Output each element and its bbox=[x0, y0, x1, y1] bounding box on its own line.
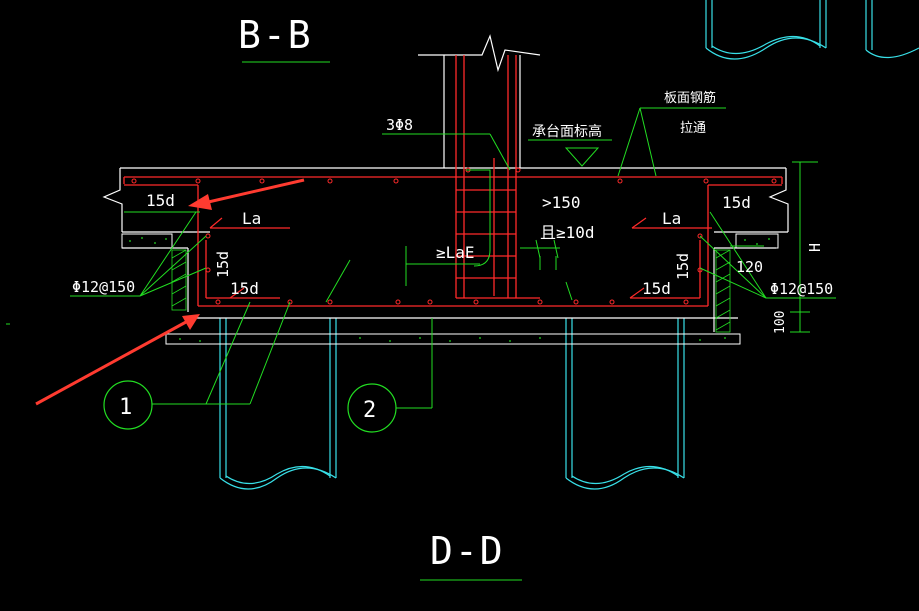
label-la-left: La bbox=[242, 209, 261, 228]
cushion-stipple bbox=[129, 237, 770, 342]
label-15d-bottom-right: 15d bbox=[642, 279, 671, 298]
arrow-top bbox=[188, 178, 305, 210]
label-100: 100 bbox=[773, 311, 788, 334]
section-title-bottom: D-D bbox=[430, 529, 505, 573]
marker-1: 1 bbox=[119, 395, 132, 420]
label-slab-top-rebar: 板面钢筋 bbox=[664, 90, 716, 106]
label-phi12-left: Φ12@150 bbox=[72, 278, 135, 296]
concrete-outline bbox=[102, 34, 789, 332]
label-gt150: >150 bbox=[542, 193, 581, 212]
section-title-top: B-B bbox=[238, 13, 313, 57]
pile-right bbox=[565, 318, 685, 490]
pile-left bbox=[219, 318, 337, 490]
label-15d-vertical-right: 15d bbox=[674, 253, 692, 280]
pile-top-right-1 bbox=[705, 0, 827, 60]
piles bbox=[219, 0, 919, 490]
label-120: 120 bbox=[736, 258, 763, 276]
label-15d-top-right: 15d bbox=[722, 193, 751, 212]
label-15d-vertical-left: 15d bbox=[214, 251, 232, 278]
cushion-layer bbox=[121, 233, 779, 345]
rebar-dots bbox=[131, 167, 777, 305]
label-h: H bbox=[806, 243, 824, 252]
arrow-bottom bbox=[35, 314, 200, 406]
circle-markers bbox=[103, 380, 397, 433]
wall-hatch bbox=[171, 249, 731, 333]
label-continuous: 拉通 bbox=[680, 121, 706, 136]
label-phi12-right: Φ12@150 bbox=[770, 280, 833, 298]
annotation-arrows bbox=[35, 178, 305, 406]
rebar bbox=[123, 55, 783, 307]
label-la-right: La bbox=[662, 209, 681, 228]
label-ge-lae: ≥LaE bbox=[436, 243, 475, 262]
leader-lines bbox=[6, 61, 836, 581]
pile-top-right-2 bbox=[865, 0, 919, 59]
label-15d-bottom-left: 15d bbox=[230, 279, 259, 298]
label-cap-top-elevation: 承台面标高 bbox=[532, 123, 602, 140]
label-and-ge10d: 且≥10d bbox=[540, 223, 595, 242]
la-hooks bbox=[209, 217, 712, 299]
label-15d-top-left: 15d bbox=[146, 191, 175, 210]
marker-2: 2 bbox=[363, 398, 376, 423]
label-3phi8: 3Φ8 bbox=[386, 116, 413, 134]
